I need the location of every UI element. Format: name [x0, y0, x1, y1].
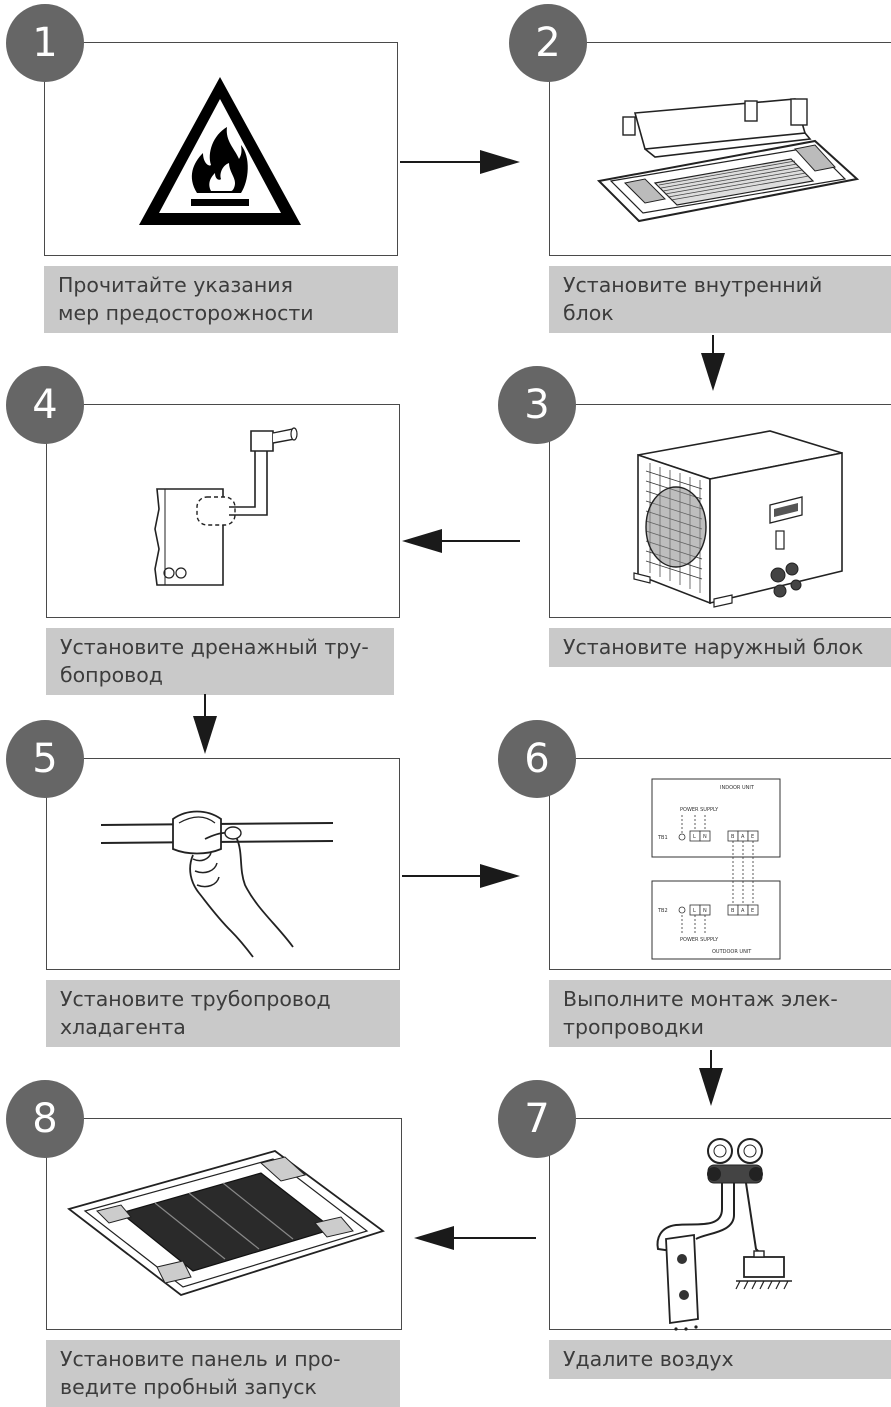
- arrow-down-6: [699, 1050, 723, 1106]
- wiring-diagram: INDOOR UNIT POWER SUPPLY TB1 L N B A E T…: [651, 778, 781, 960]
- step-4-panel: [46, 404, 400, 618]
- step-2-badge: 2: [509, 4, 587, 82]
- terminal-b-2: B: [731, 908, 735, 914]
- tb2-label: TB2: [657, 908, 668, 914]
- arrow-right-1: [400, 150, 520, 174]
- terminal-n-1: N: [703, 834, 707, 840]
- outdoor-unit-icon: [633, 430, 843, 608]
- step-7-panel: [549, 1118, 891, 1331]
- terminal-e-2: E: [751, 908, 754, 914]
- drain-pipe-icon: [154, 427, 298, 586]
- terminal-b-1: B: [731, 834, 735, 840]
- step-5-badge: 5: [6, 720, 84, 798]
- step-7-caption: Удалите воздух: [549, 1340, 891, 1379]
- step-8-badge: 8: [6, 1080, 84, 1158]
- step-8-caption: Установите панель и про- ведите пробный …: [46, 1340, 400, 1407]
- arrow-down-2: [701, 335, 725, 391]
- terminal-l-1: L: [693, 834, 696, 840]
- arrow-left-7: [414, 1226, 536, 1250]
- terminal-n-2: N: [703, 908, 707, 914]
- cassette-panel-icon: [67, 1150, 385, 1296]
- step-1-badge: 1: [6, 4, 84, 82]
- arrow-right-5: [402, 864, 520, 888]
- vacuum-gauge-manifold-icon: [656, 1138, 792, 1331]
- step-6-caption: Выполните монтаж элек- тропроводки: [549, 980, 891, 1047]
- flammable-warning-icon: [139, 77, 301, 225]
- outdoor-unit-label: OUTDOOR UNIT: [712, 949, 752, 955]
- terminal-a-2: A: [741, 908, 745, 914]
- step-1-panel: [44, 42, 398, 256]
- step-2-caption: Установите внутренний блок: [549, 266, 891, 333]
- step-6-panel: INDOOR UNIT POWER SUPPLY TB1 L N B A E T…: [549, 758, 891, 970]
- terminal-l-2: L: [693, 908, 696, 914]
- step-5-caption: Установите трубопровод хладагента: [46, 980, 400, 1047]
- terminal-a-1: A: [741, 834, 745, 840]
- step-1-caption: Прочитайте указания мер предосторожности: [44, 266, 398, 333]
- step-7-badge: 7: [498, 1080, 576, 1158]
- step-8-panel: [46, 1118, 402, 1330]
- refrigerant-pipe-hand-icon: [100, 810, 334, 958]
- power-supply-label-2: POWER SUPPLY: [680, 937, 719, 943]
- step-2-panel: [549, 42, 891, 256]
- step-4-caption: Установите дренажный тру- бопровод: [46, 628, 394, 695]
- indoor-cassette-unit-icon: [596, 98, 860, 223]
- step-4-badge: 4: [6, 366, 84, 444]
- step-5-panel: [46, 758, 400, 970]
- step-3-badge: 3: [498, 366, 576, 444]
- step-3-panel: [549, 404, 891, 618]
- power-supply-label-1: POWER SUPPLY: [680, 807, 719, 813]
- step-6-badge: 6: [498, 720, 576, 798]
- tb1-label: TB1: [657, 835, 668, 841]
- arrow-left-3: [402, 529, 520, 553]
- arrow-down-4: [193, 694, 217, 754]
- step-3-caption: Установите наружный блок: [549, 628, 891, 667]
- terminal-e-1: E: [751, 834, 754, 840]
- indoor-unit-label: INDOOR UNIT: [720, 785, 755, 791]
